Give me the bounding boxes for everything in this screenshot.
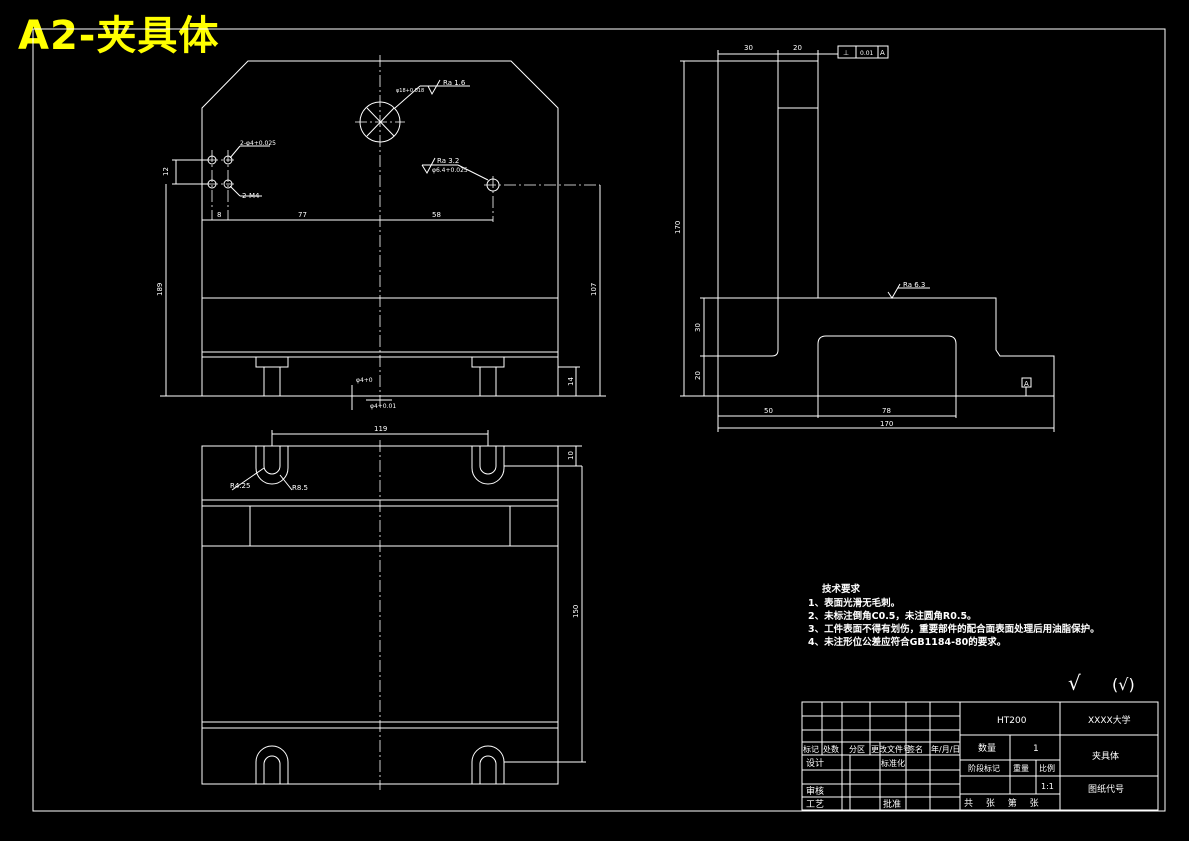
dim-119: 119 xyxy=(374,425,387,433)
small-holes-label: 2-φ4+0.025 xyxy=(240,140,276,147)
dim-50: 50 xyxy=(764,407,773,415)
tb-review: 审核 xyxy=(806,785,824,797)
tech-note-3: 3、工件表面不得有划伤，重要部件的配合面表面处理后用油脂保护。 xyxy=(808,623,1100,635)
dim-20v: 20 xyxy=(694,371,702,380)
tb-sheet: 共 张 第 张 xyxy=(964,797,1039,809)
dim-30v: 30 xyxy=(694,323,702,332)
tech-notes-heading: 技术要求 xyxy=(822,583,861,595)
side-view-outline xyxy=(717,60,1055,397)
tb-approve: 批准 xyxy=(883,798,901,810)
dim-12: 12 xyxy=(162,167,170,176)
tb-material: HT200 xyxy=(997,716,1027,726)
tb-scale: 1:1 xyxy=(1041,782,1054,791)
top-view: 119 10 R4.25 R8.5 150 xyxy=(201,425,586,790)
page-title: A2-夹具体 xyxy=(18,13,220,59)
dim-170v: 170 xyxy=(674,221,682,234)
tb-drawing-no: 图纸代号 xyxy=(1088,783,1124,795)
tech-note-4: 4、未注形位公差应符合GB1184-80的要求。 xyxy=(808,636,1006,648)
hdr-count: 处数 xyxy=(823,744,839,754)
dim-30: 30 xyxy=(744,44,753,52)
tb-standardize: 标准化 xyxy=(881,758,905,768)
tolerance-frame xyxy=(837,45,889,59)
dim-77: 77 xyxy=(298,211,307,219)
tb-scale-label: 比例 xyxy=(1039,763,1055,773)
tb-weight: 重量 xyxy=(1013,763,1029,773)
datum-a: A xyxy=(1024,380,1029,388)
tb-part-name: 夹具体 xyxy=(1092,750,1119,762)
radius-2: R8.5 xyxy=(292,484,308,492)
title-block: 标记 处数 分区 更改文件号 签名 年/月/日 设计 标准化 审核 工艺 批准 … xyxy=(801,701,1159,811)
tb-stage: 阶段标记 xyxy=(968,763,1000,773)
dim-10: 10 xyxy=(567,451,575,460)
rough-right: Ra 3.2 xyxy=(437,157,459,165)
dim-107: 107 xyxy=(590,283,598,296)
side-view: 30 20 ⊥ 0.01 A 170 30 20 Ra 6.3 A 50 78 xyxy=(674,44,1055,432)
pin-b-label: φ4+0.01 xyxy=(370,403,396,410)
dim-150: 150 xyxy=(572,605,580,618)
dim-14: 14 xyxy=(567,377,575,386)
tb-process: 工艺 xyxy=(806,799,824,810)
dim-58: 58 xyxy=(432,211,441,219)
pin-a-label: φ4+0 xyxy=(356,377,373,384)
roughness-mark-general: (√) xyxy=(1112,675,1135,694)
big-hole-tol: φ18+0.018 xyxy=(396,88,424,94)
dim-189: 189 xyxy=(156,283,164,296)
tech-notes: 技术要求 1、表面光滑无毛刺。 2、未标注倒角C0.5，未注圆角R0.5。 3、… xyxy=(808,583,1100,648)
thread-label: 2-M4 xyxy=(242,192,260,200)
tech-note-1: 1、表面光滑无毛刺。 xyxy=(808,597,900,609)
tech-note-2: 2、未标注倒角C0.5，未注圆角R0.5。 xyxy=(808,610,977,622)
tb-design: 设计 xyxy=(806,757,824,769)
side-rough: Ra 6.3 xyxy=(903,281,925,289)
hdr-change: 更改文件号 xyxy=(871,744,911,754)
tb-school: XXXX大学 xyxy=(1088,714,1131,726)
front-view: Ra 1.6 φ18+0.018 2-φ4+0.025 2-M4 Ra 3.2 … xyxy=(156,55,606,410)
dim-78: 78 xyxy=(882,407,891,415)
radius-1: R4.25 xyxy=(230,482,250,490)
roughness-mark: √ xyxy=(1068,671,1081,695)
hdr-sign: 签名 xyxy=(907,744,923,754)
tol-value: 0.01 xyxy=(860,50,874,57)
tol-symbol: ⊥ xyxy=(843,49,849,57)
dim-8: 8 xyxy=(217,211,221,219)
hdr-date: 年/月/日 xyxy=(931,744,960,754)
hdr-mark: 标记 xyxy=(803,744,819,754)
dim-170h: 170 xyxy=(880,420,893,428)
tb-qty: 1 xyxy=(1033,744,1039,754)
rough-top: Ra 1.6 xyxy=(443,79,466,87)
tb-qty-label: 数量 xyxy=(978,742,996,754)
hdr-zone: 分区 xyxy=(849,745,865,754)
tol-datum: A xyxy=(880,49,885,57)
drawing-frame xyxy=(32,28,1166,812)
dim-20: 20 xyxy=(793,44,802,52)
right-hole-label: φ6.4+0.025 xyxy=(432,167,468,174)
